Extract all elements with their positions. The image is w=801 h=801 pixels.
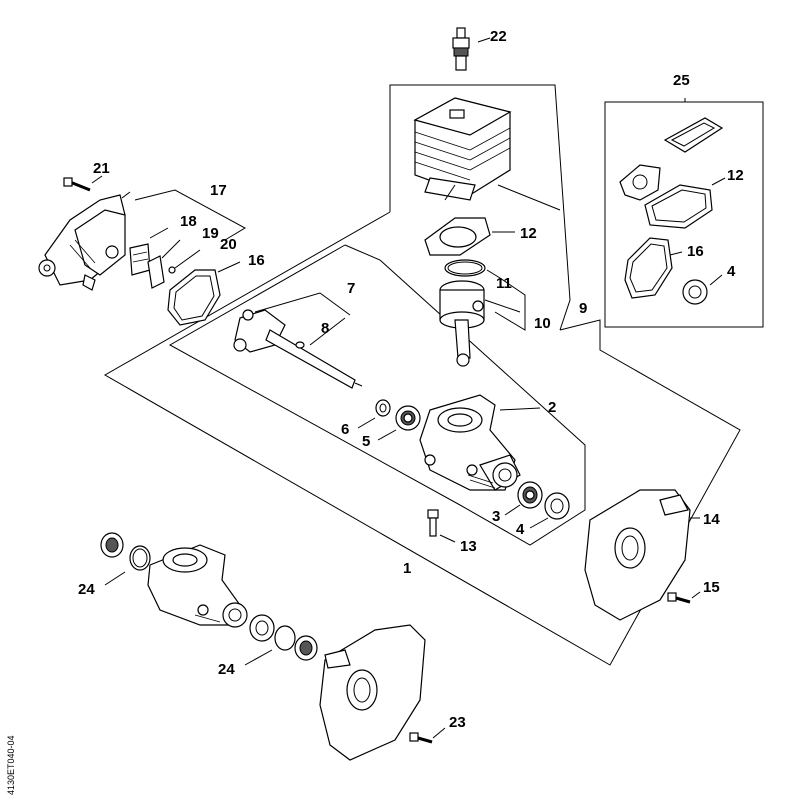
lower-fan-housing-icon	[319, 624, 426, 761]
drawing-code: 4130ET040-04	[6, 735, 16, 795]
callout-18: 18	[180, 213, 197, 230]
callout-17: 17	[210, 182, 227, 199]
ignition-module-icon	[38, 191, 131, 291]
callout-8: 8	[321, 320, 329, 337]
callout-1: 1	[403, 560, 411, 577]
gasket-set-box	[604, 101, 764, 328]
screw-23-icon	[409, 727, 446, 744]
group-frames	[103, 84, 764, 666]
callout-20: 20	[220, 236, 237, 253]
callout-25-12: 12	[727, 167, 744, 184]
screw-15-icon	[667, 591, 701, 604]
callout-24-upper: 24	[78, 581, 95, 598]
callout-10: 10	[534, 315, 551, 332]
housing-gasket-icon	[167, 261, 241, 326]
bearing-24-lower-icon	[244, 614, 318, 666]
crankcase-half-icon	[419, 394, 541, 491]
callout-6: 6	[341, 421, 349, 438]
oil-seal-4-icon	[529, 492, 570, 529]
callout-25-16: 16	[687, 243, 704, 260]
callout-19: 19	[202, 225, 219, 242]
cylinder-icon	[413, 97, 561, 211]
callout-3: 3	[492, 508, 500, 525]
piston-icon	[439, 277, 526, 367]
callout-13: 13	[460, 538, 477, 555]
callout-16: 16	[248, 252, 265, 269]
spring-clip-icon	[129, 227, 169, 276]
callout-14: 14	[703, 511, 720, 528]
callout-24-lower: 24	[218, 661, 235, 678]
piston-ring-icon	[444, 259, 501, 279]
lower-crankcase-icon	[147, 544, 248, 628]
callout-21: 21	[93, 160, 110, 177]
cylinder-gasket-icon	[424, 217, 515, 256]
callout-15: 15	[703, 579, 720, 596]
callout-9: 9	[579, 300, 587, 317]
callout-25-4: 4	[727, 263, 736, 280]
crankshaft-icon	[233, 292, 363, 389]
bearing-3-icon	[504, 481, 543, 516]
washer-6-icon	[357, 399, 391, 429]
callout-2: 2	[548, 399, 556, 416]
callout-25: 25	[673, 72, 690, 89]
small-screw-20-icon	[168, 249, 201, 274]
spark-plug-icon	[452, 27, 491, 71]
callout-4: 4	[516, 521, 525, 538]
callout-7: 7	[347, 280, 355, 297]
callout-11: 11	[496, 275, 512, 292]
callout-5: 5	[362, 433, 370, 450]
contact-spring-icon	[147, 239, 181, 289]
fan-housing-icon	[584, 489, 700, 621]
callout-23: 23	[449, 714, 466, 731]
callout-12: 12	[520, 225, 537, 242]
bearing-5-icon	[377, 405, 421, 441]
screw-21-icon	[63, 175, 103, 192]
callout-22: 22	[490, 28, 507, 45]
bearing-24-upper-icon	[100, 532, 151, 586]
screw-13-icon	[427, 509, 456, 543]
gasket-set-contents	[619, 98, 726, 305]
callout-labels: 1 2 3 4 5 6 7 8 9 10 11 12 13 14 15 16 1…	[78, 28, 744, 731]
